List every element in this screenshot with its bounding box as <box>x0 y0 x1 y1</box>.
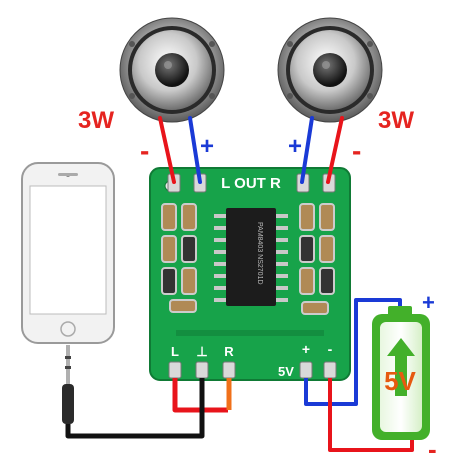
smd-components <box>161 203 335 315</box>
speaker-wires <box>158 116 344 184</box>
amplifier-chip: PAM8403 NS2701D <box>214 208 288 306</box>
smartphone-icon <box>21 162 115 344</box>
battery-plus-label: + <box>422 290 435 315</box>
input-pins <box>168 361 337 379</box>
right-plus-label: + <box>288 133 302 160</box>
right-minus-label: - <box>352 135 361 166</box>
battery-voltage-label: 5V <box>384 366 416 396</box>
input-r-label: R <box>224 344 234 359</box>
input-l-label: L <box>171 344 179 359</box>
input-wires <box>65 378 232 439</box>
audio-jack-icon <box>62 345 74 424</box>
chip-marking: PAM8403 NS2701D <box>256 222 263 285</box>
power-wires <box>304 298 414 452</box>
input-gnd-label: ⊥ <box>196 344 207 359</box>
speaker-left-icon <box>119 17 225 123</box>
board-minus-label: - <box>328 341 333 357</box>
battery-icon <box>372 306 430 440</box>
left-minus-label: - <box>140 135 149 166</box>
battery-minus-label: - <box>428 434 437 464</box>
board-5v-label: 5V <box>278 364 294 379</box>
left-plus-label: + <box>200 133 214 160</box>
right-power-label: 3W <box>378 107 414 134</box>
speaker-right-icon <box>277 17 383 123</box>
board-plus-label: + <box>302 341 310 357</box>
left-power-label: 3W <box>78 107 114 134</box>
output-header-label: L OUT R <box>221 175 281 192</box>
